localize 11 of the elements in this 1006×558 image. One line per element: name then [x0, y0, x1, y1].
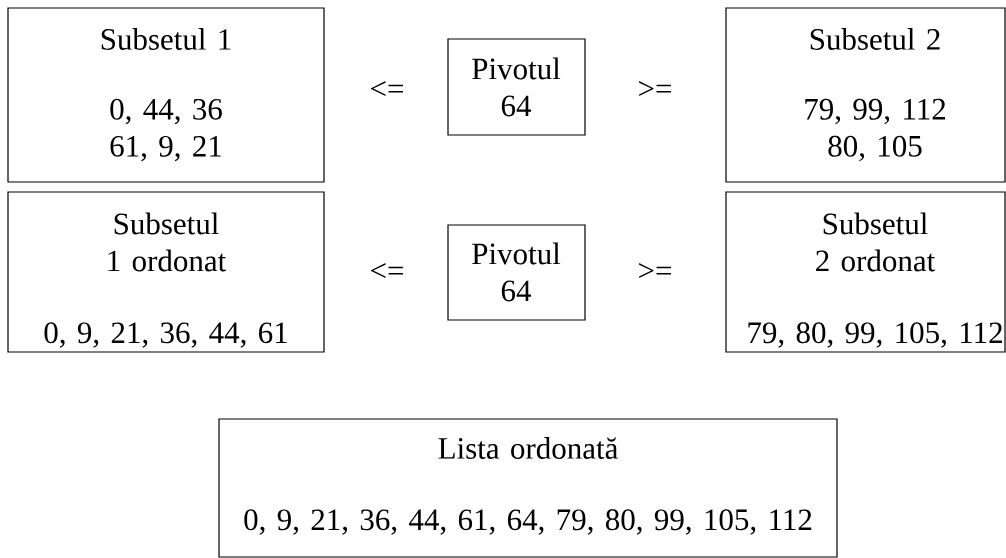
list-box: Subsetul 2 79, 99, 112 80, 105 — [725, 7, 1006, 183]
list-box: Subsetul 1 ordonat 0, 9, 21, 36, 44, 61 — [7, 191, 325, 353]
list-box: Subsetul 1 0, 44, 36 61, 9, 21 — [7, 7, 325, 183]
comparison-sign: >= — [639, 263, 671, 279]
pivot-box: Pivotul 64 — [447, 38, 586, 136]
list-box: Lista ordonată 0, 9, 21, 36, 44, 61, 64, 79, 80, 99, 105, 112 — [218, 418, 838, 558]
pivot-box: Pivotul 64 — [447, 224, 586, 321]
list-box: Subsetul 2 ordonat 79, 80, 99, 105, 112 — [725, 191, 1006, 353]
comparison-sign: <= — [371, 81, 403, 97]
comparison-sign: >= — [639, 81, 671, 97]
comparison-sign: <= — [371, 263, 403, 279]
